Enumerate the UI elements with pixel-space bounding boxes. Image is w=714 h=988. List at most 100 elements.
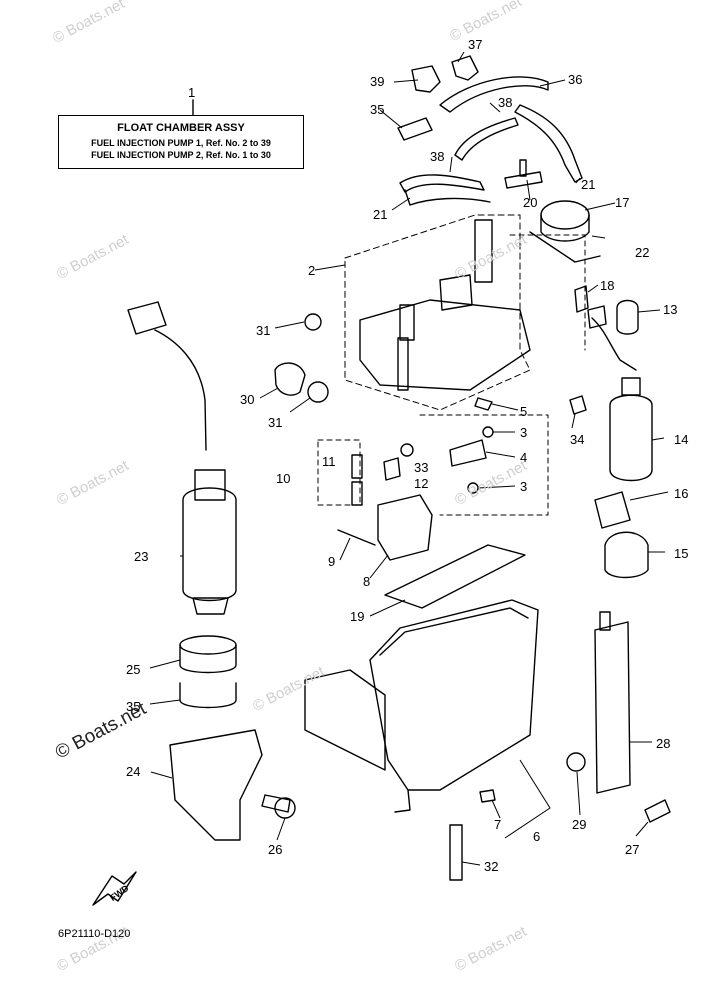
- callout-35: 35: [126, 699, 141, 714]
- vapor-separator-28: [594, 621, 631, 794]
- callout-36: 36: [568, 72, 583, 87]
- bolt-18: [574, 285, 589, 313]
- seat-12: [383, 457, 401, 481]
- float-pin-9: [337, 529, 376, 546]
- callout-21: 21: [373, 207, 388, 222]
- plate-4: [449, 439, 487, 467]
- band-25: [179, 635, 237, 655]
- fuel-pump-23: [182, 487, 237, 602]
- t-joint-20: [504, 171, 543, 189]
- callout-22: 22: [635, 245, 650, 260]
- clip-39: [411, 65, 441, 93]
- bracket-24: [169, 729, 263, 841]
- nipple-35: [397, 117, 433, 141]
- callout-32: 32: [484, 859, 499, 874]
- holder-15: [604, 531, 649, 579]
- title-heading: FLOAT CHAMBER ASSY: [117, 122, 245, 134]
- callout-39: 39: [370, 74, 385, 89]
- diagram-part-code: 6P21110-D120: [58, 928, 131, 940]
- screw-33: [400, 443, 414, 457]
- title-box: FLOAT CHAMBER ASSY FUEL INJECTION PUMP 1…: [58, 115, 304, 169]
- chamber-rim: [379, 607, 529, 656]
- callout-38: 38: [430, 149, 445, 164]
- float-8: [377, 494, 433, 561]
- clip-37: [451, 55, 479, 81]
- t-joint-20-stem: [519, 159, 527, 177]
- bolt-26-head: [274, 797, 296, 819]
- regulator-bracket: [529, 231, 601, 263]
- callout-3: 3: [520, 479, 528, 494]
- clip-34: [569, 395, 587, 415]
- callout-29: 29: [572, 817, 587, 832]
- hose-36-branch: [514, 104, 583, 183]
- plate-5: [474, 397, 493, 411]
- fwd-arrow: [92, 871, 137, 906]
- callout-20: 20: [523, 195, 538, 210]
- bolt-27: [644, 799, 671, 823]
- callout-3: 3: [520, 425, 528, 440]
- cover-connector: [439, 274, 473, 311]
- screw-7: [479, 789, 496, 803]
- title-line-1: FUEL INJECTION PUMP 1, Ref. No. 2 to 39: [91, 138, 271, 148]
- fuel-pump-14-terminal: [621, 377, 641, 396]
- float-chamber-body: [369, 599, 539, 791]
- hose-32: [449, 824, 463, 881]
- callout-21: 21: [581, 177, 596, 192]
- pressure-regulator-17: [540, 200, 590, 230]
- collar-29: [566, 752, 586, 772]
- screw-3-upper: [482, 426, 494, 438]
- fuel-pump-23-outlet: [192, 597, 229, 615]
- callout-10: 10: [276, 471, 291, 486]
- hose-36: [439, 76, 549, 113]
- callout-19: 19: [350, 609, 365, 624]
- callout-28: 28: [656, 736, 671, 751]
- callout-17: 17: [615, 195, 630, 210]
- callout-33: 33: [414, 460, 429, 475]
- cover-inlet: [474, 219, 493, 283]
- callout-11: 11: [322, 454, 336, 469]
- band-35-body: [179, 682, 237, 709]
- callout-15: 15: [674, 546, 689, 561]
- grommet-31-lower: [307, 381, 329, 403]
- callout-2: 2: [308, 263, 316, 278]
- callout-27: 27: [625, 842, 640, 857]
- fuel-pump-14: [609, 394, 653, 482]
- callout-34: 34: [570, 432, 585, 447]
- cover-tube: [397, 337, 409, 391]
- assy-outline-17: [509, 234, 586, 351]
- callout-38: 38: [498, 95, 513, 110]
- hose-21: [404, 189, 491, 206]
- filter-13: [616, 299, 639, 335]
- callout-35: 35: [370, 102, 385, 117]
- float-chamber-cover-2: [359, 299, 531, 391]
- needle-valve-seat: [351, 481, 363, 506]
- callout-1: 1: [188, 85, 196, 100]
- callout-8: 8: [363, 574, 371, 589]
- fuel-pump-14-wire: [591, 317, 637, 371]
- callout-9: 9: [328, 554, 336, 569]
- hose-38-upper: [454, 117, 519, 161]
- callout-26: 26: [268, 842, 283, 857]
- pressure-regulator-body: [540, 214, 590, 242]
- callout-25: 25: [126, 662, 141, 677]
- grommet-31-top: [304, 313, 322, 331]
- grommet-30: [274, 362, 306, 396]
- fuel-pump-23-terminal: [194, 469, 226, 501]
- callout-23: 23: [134, 549, 149, 564]
- needle-valve-11: [351, 454, 363, 479]
- title-line-2: FUEL INJECTION PUMP 2, Ref. No. 1 to 30: [91, 150, 271, 160]
- callout-24: 24: [126, 764, 141, 779]
- callout-13: 13: [663, 302, 678, 317]
- gasket-19: [384, 544, 526, 609]
- assy-outline-3: [419, 414, 549, 516]
- callout-4: 4: [520, 450, 528, 465]
- band-25-body: [179, 644, 237, 674]
- connector-14: [587, 305, 607, 329]
- assy-outline-2: [344, 214, 531, 411]
- callout-31: 31: [256, 323, 271, 338]
- vapor-separator-28-top: [599, 611, 611, 631]
- connector-23: [127, 301, 167, 335]
- callout-12: 12: [414, 476, 429, 491]
